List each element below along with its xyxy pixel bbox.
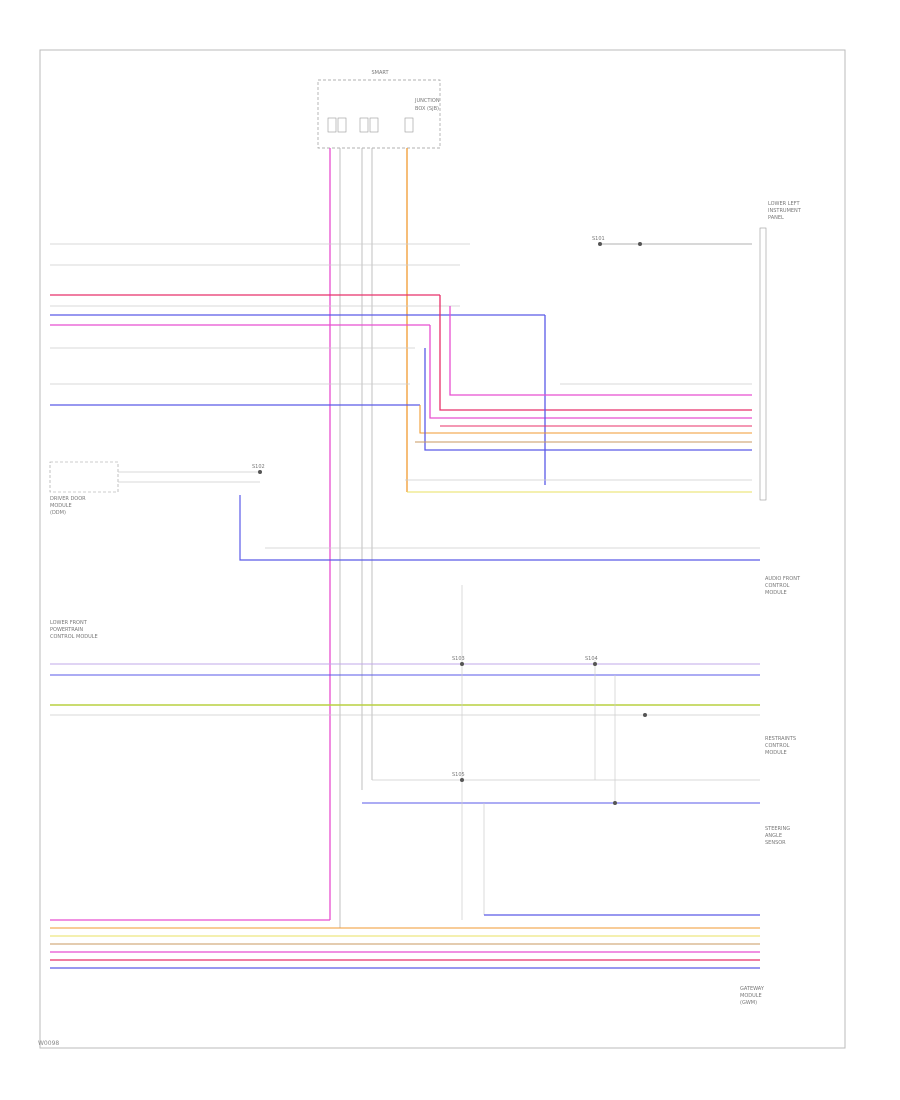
splice-dot: [638, 242, 642, 246]
right-header-2: INSTRUMENT: [768, 208, 802, 214]
splice-label-1: S101: [592, 236, 605, 242]
right-mod-2-label-3: MODULE: [765, 750, 787, 756]
right-mod-3-label-3: SENSOR: [765, 840, 786, 846]
bottom-bundle: [50, 914, 760, 969]
top-module-label-2: JUNCTION: [414, 98, 440, 104]
left-module-a-label-1: DRIVER DOOR: [50, 496, 86, 502]
left-module-b-label-1: LOWER FRONT: [50, 620, 88, 626]
right-header-3: PANEL: [768, 215, 784, 221]
top-module: SMART JUNCTION BOX (SJB): [317, 70, 441, 149]
right-mod-1-label-3: MODULE: [765, 590, 787, 596]
top-module-label-3: BOX (SJB): [415, 106, 439, 112]
right-connector: LOWER LEFT INSTRUMENT PANEL: [759, 201, 802, 501]
left-module-b-label-3: CONTROL MODULE: [50, 634, 98, 640]
right-mod-2-label-2: CONTROL: [765, 743, 790, 749]
splice-dot: [598, 242, 602, 246]
top-module-label-1: SMART: [371, 70, 389, 76]
splice-label-2: S102: [252, 464, 265, 470]
splice-dot: [643, 713, 647, 717]
footer-code: W0098: [38, 1040, 60, 1047]
right-mod-2-label-1: RESTRAINTS: [765, 736, 796, 742]
right-header-1: LOWER LEFT: [768, 201, 800, 207]
splice-dot: [258, 470, 262, 474]
right-mod-3-label-1: STEERING: [765, 826, 790, 832]
splice-label-3: S103: [452, 656, 465, 662]
left-module-b-label-2: POWERTRAIN: [50, 627, 83, 633]
right-mod-1-label-1: AUDIO FRONT: [765, 576, 801, 582]
right-mod-4-label-1: GATEWAY: [740, 986, 765, 992]
splice-dot: [593, 662, 597, 666]
splice-dot: [460, 778, 464, 782]
wire-blue-mid-bus: [239, 495, 760, 561]
splice-markers: [258, 242, 647, 805]
left-module-a-label-3: (DDM): [50, 510, 66, 516]
right-mod-4-label-2: MODULE: [740, 993, 762, 999]
left-module-a-label-2: MODULE: [50, 503, 72, 509]
left-module-a: DRIVER DOOR MODULE (DDM): [49, 461, 260, 516]
splice-label-4: S104: [585, 656, 598, 662]
left-module-b: LOWER FRONT POWERTRAIN CONTROL MODULE: [50, 620, 760, 676]
diagram-frame: [39, 49, 846, 1049]
right-routing: [405, 243, 752, 493]
splice-label-5: S105: [452, 772, 465, 778]
left-bundle-top: [50, 243, 545, 406]
right-mod-3-label-2: ANGLE: [765, 833, 782, 839]
splice-dot: [460, 662, 464, 666]
right-mod-1-label-2: CONTROL: [765, 583, 790, 589]
splice-dot: [613, 801, 617, 805]
right-mod-4-label-3: (GWM): [740, 1000, 757, 1006]
